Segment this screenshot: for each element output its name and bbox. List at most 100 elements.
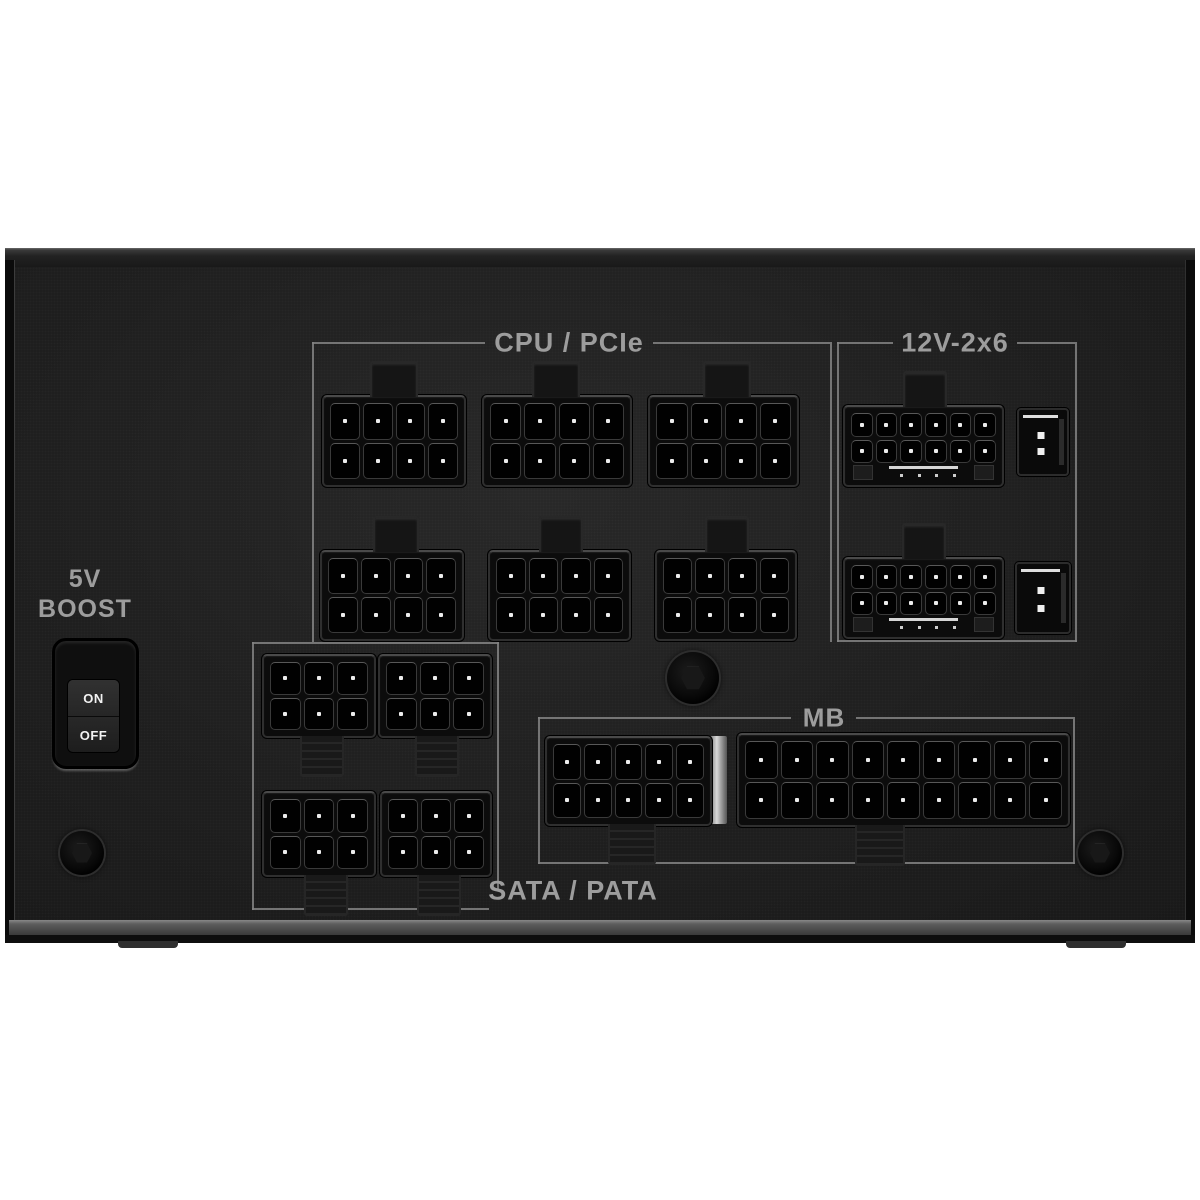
psu-right-edge [1185,260,1195,937]
sata-pata-2-connector [378,654,492,777]
pin-socket [426,558,456,594]
cpu-pcie-outline-top-right [653,342,830,344]
pin-socket [887,741,920,779]
hex-screw-bottom-left-icon [60,831,104,875]
pin-socket [496,558,526,594]
pin-socket [360,597,391,633]
pin-socket [490,403,522,440]
pin-socket [924,439,947,463]
pin-socket [900,591,922,615]
pin-socket [393,597,424,633]
connector-latch-tab [903,371,947,407]
pin-socket [583,744,612,780]
pin-socket [949,565,972,589]
connector-latch-tab [532,361,580,397]
pin-socket [745,781,778,819]
12v-outline-bottom [837,640,1077,642]
pin-socket [614,744,643,780]
pin-socket [454,799,484,833]
sense-pin [1037,448,1045,456]
connector-latch-tab [370,361,418,397]
pin-socket [663,597,693,633]
pin-socket [727,597,757,633]
pin-socket [645,744,674,780]
pin-socket [393,558,424,594]
pin-socket [924,413,947,437]
pin-grid [663,558,789,633]
5v-boost-switch-housing: ON OFF [52,638,139,769]
pin-socket [949,591,972,615]
psu-left-edge [5,260,15,937]
pin-socket [328,558,358,594]
pin-socket [337,835,368,869]
pin-grid [496,558,623,633]
pin-socket [924,565,947,589]
pin-socket [816,781,849,819]
pin-socket [645,782,674,818]
pin-socket [974,439,996,463]
connector-latch-tab [855,825,905,866]
cpu-pcie-section-label: CPU / PCIe [494,327,644,358]
hex-screw-bottom-right-icon [1078,831,1122,875]
cpu-pcie-5-connector [488,516,631,641]
pin-socket [561,558,591,594]
pin-socket [695,558,725,594]
12v-2x6-section-label: 12V-2x6 [901,327,1009,358]
12v-2x6-2-connector [843,523,1004,639]
pin-socket [419,662,451,695]
connector-latch-tab [608,824,656,865]
pin-socket [695,597,725,633]
pin-grid [851,413,996,463]
connector-latch-tab [705,516,749,552]
pin-grid [386,662,484,730]
pin-socket [676,782,704,818]
cpu-pcie-6-connector [655,516,797,641]
pin-socket [419,697,451,730]
pin-socket [592,442,624,479]
connector-latch-tab [300,736,344,777]
mb-connector-divider [710,736,727,824]
cpu-pcie-outline-left [312,342,314,642]
pin-socket [780,741,814,779]
sense-pin-strip [851,616,996,632]
5v-label-line2: BOOST [38,595,132,623]
pin-socket [524,442,556,479]
sense-pin [1037,604,1045,612]
pin-socket [1029,741,1062,779]
pin-socket [558,442,590,479]
pin-socket [875,591,898,615]
pin-socket [528,597,558,633]
pin-socket [745,741,778,779]
pin-socket [900,413,922,437]
sense-ridge [1059,419,1064,465]
pin-socket [270,835,301,869]
pin-socket [593,558,623,594]
psu-top-bevel [5,248,1195,267]
5v-label-line1: 5V [68,565,102,593]
pin-socket [780,781,814,819]
pin-socket [386,697,417,730]
pin-socket [656,403,688,440]
pin-socket [887,781,920,819]
pin-socket [561,597,591,633]
pin-grid [851,565,996,615]
psu-foot-left [118,941,178,948]
hex-socket [1089,843,1111,863]
connector-latch-tab [703,361,751,397]
sense-pin [1037,431,1045,439]
pin-socket [558,403,590,440]
pin-grid [553,744,704,818]
pin-socket [421,799,451,833]
pin-socket [759,558,789,594]
pin-socket [851,565,873,589]
mb-outline-left [538,717,540,864]
pin-socket [922,741,956,779]
pin-socket [958,781,991,819]
pin-socket [974,413,996,437]
pin-socket [851,781,885,819]
pin-socket [330,403,360,440]
pin-socket [270,697,301,730]
pin-socket [656,442,688,479]
pin-socket [453,697,484,730]
pin-socket [759,597,789,633]
